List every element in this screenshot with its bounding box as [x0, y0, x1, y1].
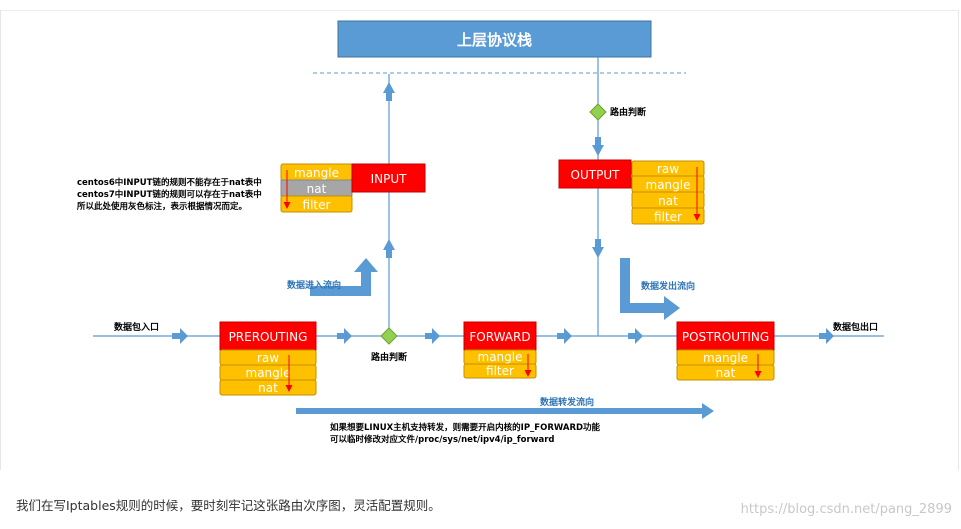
- outbound-flow-arrow-icon: [620, 258, 680, 320]
- frame-top-border: [0, 10, 959, 11]
- route-decision-diamond-icon: [589, 103, 607, 121]
- arrow-right-icon: [628, 328, 643, 344]
- packet-outbound-label: 数据包出口: [833, 321, 878, 333]
- table-label: raw: [657, 162, 679, 176]
- chain-name: OUTPUT: [571, 168, 621, 182]
- chain-input: mangle nat filter INPUT: [280, 163, 426, 213]
- table-label: mangle: [294, 166, 339, 180]
- forward-flow-arrow-icon: [296, 403, 714, 419]
- arrow-right-icon: [337, 328, 352, 344]
- arrow-down-icon: [592, 239, 604, 258]
- input-nat-note: centos6中INPUT链的规则不能存在于nat表中 centos7中INPU…: [76, 177, 262, 212]
- chain-forward: FORWARD mangle filter: [463, 321, 537, 379]
- flow-in-label: 数据进入流向: [287, 279, 341, 291]
- chain-name: POSTROUTING: [682, 330, 769, 344]
- note-line: 所以此处使用灰色标注，表示根据情况而定。: [76, 201, 247, 212]
- arrow-up-icon: [383, 82, 395, 101]
- arrow-right-icon: [557, 328, 572, 344]
- chain-name: INPUT: [371, 172, 408, 186]
- table-label: mangle: [478, 350, 523, 364]
- table-label: nat: [716, 366, 736, 380]
- arrow-right-icon: [425, 328, 440, 344]
- table-label: raw: [257, 351, 279, 365]
- table-label: filter: [486, 364, 514, 378]
- table-label: nat: [258, 381, 278, 395]
- chain-name: PREROUTING: [229, 330, 308, 344]
- note-line: centos6中INPUT链的规则不能存在于nat表中: [77, 177, 262, 188]
- chain-prerouting: PREROUTING raw mangle nat: [219, 321, 317, 396]
- table-label: mangle: [646, 178, 691, 192]
- ip-forward-note: 如果想要LINUX主机支持转发，则需要开启内核的IP_FORWARD功能 可以临…: [330, 422, 601, 445]
- packet-inbound-label: 数据包入口: [114, 321, 159, 333]
- flow-out-label: 数据发出流向: [641, 280, 695, 292]
- frame-right-border: [958, 10, 959, 470]
- arrow-up-icon: [383, 239, 395, 258]
- arrow-right-icon: [172, 328, 188, 344]
- article-caption: 我们在写Iptables规则的时候，要时刻牢记这张路由次序图，灵活配置规则。: [16, 498, 441, 513]
- note-line: 如果想要LINUX主机支持转发，则需要开启内核的IP_FORWARD功能: [330, 422, 601, 433]
- table-label: nat: [658, 194, 678, 208]
- table-label: filter: [303, 198, 331, 212]
- arrow-right-icon: [819, 328, 834, 344]
- table-label: filter: [654, 210, 682, 224]
- iptables-flow-diagram: 上层协议栈 路由判断 路由判断 数据包入口 数据包出口 数据进入流向 数据发出流…: [76, 20, 884, 445]
- flow-forward-label: 数据转发流向: [540, 396, 594, 408]
- chain-name: FORWARD: [469, 330, 530, 344]
- note-line: centos7中INPUT链的规则可以存在于nat表中: [77, 189, 262, 200]
- table-label: nat: [307, 182, 327, 196]
- route-decision-diamond-icon: [380, 327, 398, 345]
- note-line: 可以临时修改对应文件/proc/sys/net/ipv4/ip_forward: [330, 434, 555, 445]
- source-watermark: https://blog.csdn.net/pang_2899: [740, 502, 952, 517]
- arrow-down-icon: [592, 137, 604, 156]
- table-label: mangle: [246, 366, 291, 380]
- chain-output: OUTPUT raw mangle nat filter: [558, 159, 705, 225]
- chain-postrouting: POSTROUTING mangle nat: [676, 321, 775, 381]
- table-label: mangle: [703, 351, 748, 365]
- inbound-flow-arrow-icon: [310, 258, 378, 296]
- route-decision-lower-label: 路由判断: [371, 351, 407, 363]
- top-stack-box: 上层协议栈: [337, 20, 652, 58]
- frame-left-border: [0, 10, 1, 470]
- top-stack-label: 上层协议栈: [457, 31, 532, 49]
- route-decision-upper-label: 路由判断: [610, 106, 646, 118]
